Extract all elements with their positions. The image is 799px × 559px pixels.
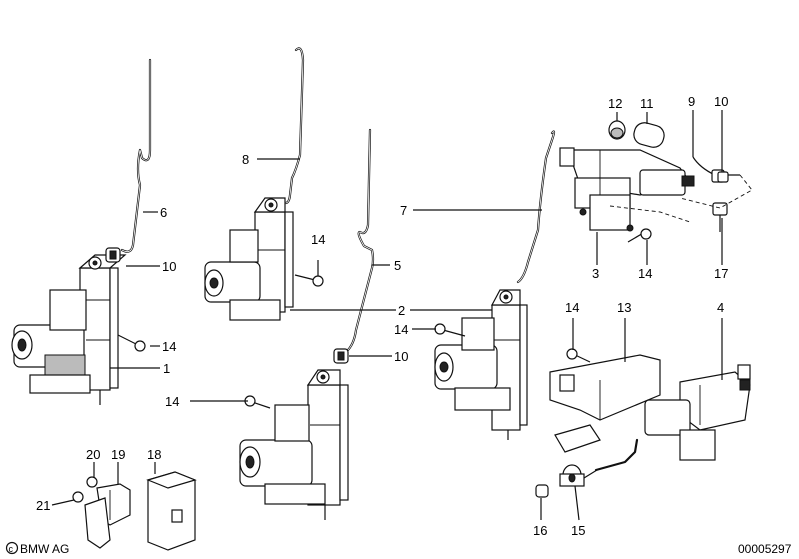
screw-14-a <box>117 334 146 352</box>
screw-14-c <box>244 395 271 409</box>
brand-text: BMW AG <box>20 542 69 556</box>
label-20: 20 <box>86 447 100 462</box>
actuator-2-upper <box>204 197 294 321</box>
label-21: 21 <box>36 498 50 513</box>
label-6: 6 <box>160 205 167 220</box>
dashed-harness <box>609 174 753 223</box>
screw-21 <box>72 491 84 503</box>
label-8: 8 <box>242 152 249 167</box>
label-14-e: 14 <box>638 266 652 281</box>
label-18: 18 <box>147 447 161 462</box>
label-13: 13 <box>617 300 631 315</box>
label-14-d: 14 <box>394 322 408 337</box>
screw-14-d <box>434 323 466 337</box>
clip-10-right <box>717 171 729 183</box>
label-19: 19 <box>111 447 125 462</box>
actuator-right-middle <box>434 289 528 440</box>
screw-14-f <box>566 348 591 363</box>
label-14-a: 14 <box>162 339 176 354</box>
label-9: 9 <box>688 94 695 109</box>
diagram-number: 00005297 <box>738 542 792 556</box>
label-10-middle: 10 <box>394 349 408 364</box>
label-7: 7 <box>400 203 407 218</box>
label-14-f: 14 <box>565 300 579 315</box>
module-18 <box>146 471 197 551</box>
label-11: 11 <box>640 96 654 111</box>
rod-6 <box>120 58 152 253</box>
switch-15 <box>559 464 598 487</box>
leader-lines <box>51 110 723 521</box>
actuator-1 <box>11 254 127 405</box>
actuator-lower-middle <box>239 369 349 520</box>
cap-11 <box>633 122 665 148</box>
actuator-4 <box>644 364 751 461</box>
bulb-16 <box>535 484 549 498</box>
label-17: 17 <box>714 266 728 281</box>
clip-10-middle <box>333 348 349 364</box>
actuator-3 <box>559 147 695 232</box>
copyright-c-symbol: c <box>9 544 14 554</box>
rod-5 <box>344 128 375 354</box>
grommet-12 <box>608 120 626 140</box>
label-14-b: 14 <box>311 232 325 247</box>
label-10-left: 10 <box>162 259 176 274</box>
label-3: 3 <box>592 266 599 281</box>
rod-7 <box>516 130 556 284</box>
screw-20 <box>86 476 98 488</box>
label-15: 15 <box>571 523 585 538</box>
screw-14-e <box>627 228 652 243</box>
label-1: 1 <box>163 361 170 376</box>
bracket-13 <box>549 354 661 453</box>
part-labels: 6 10 14 1 8 14 5 2 10 14 7 14 12 11 9 10… <box>36 94 728 538</box>
label-2: 2 <box>398 303 405 318</box>
rod-8 <box>280 47 305 205</box>
label-12: 12 <box>608 96 622 111</box>
footer: c BMW AG 00005297 <box>5 541 792 556</box>
label-4: 4 <box>717 300 724 315</box>
label-10-right: 10 <box>714 94 728 109</box>
screw-14-b <box>294 274 324 287</box>
label-16: 16 <box>533 523 547 538</box>
clip-10-left <box>105 247 121 263</box>
plug-17 <box>712 202 728 232</box>
label-14-c: 14 <box>165 394 179 409</box>
rod-15 <box>594 438 639 472</box>
harness-9 <box>692 156 740 183</box>
label-5: 5 <box>394 258 401 273</box>
bracket-21 <box>84 497 111 549</box>
